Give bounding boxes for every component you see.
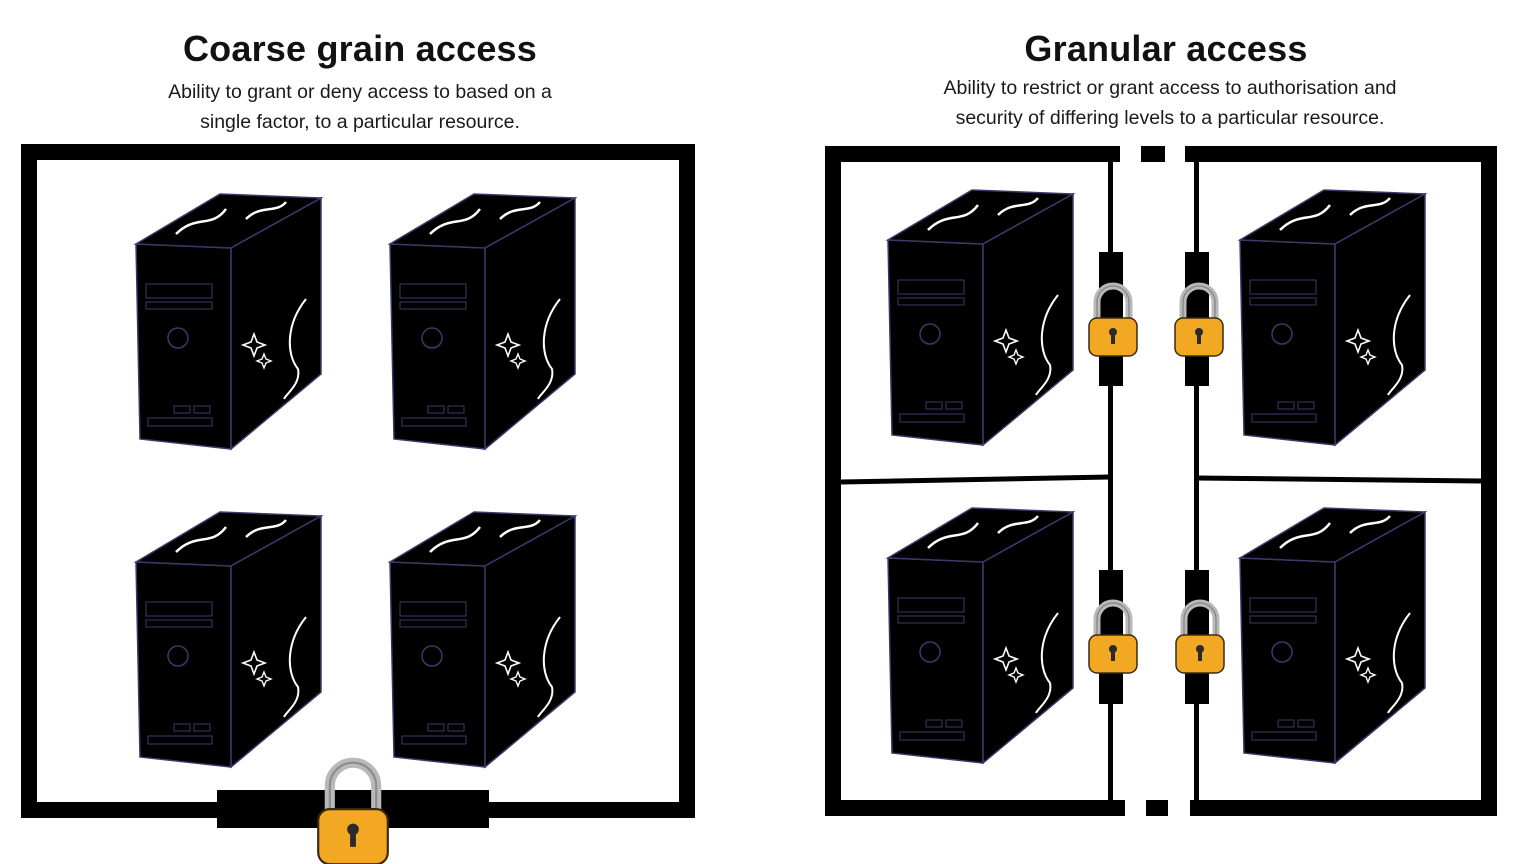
divider-left-vertical [1108, 146, 1113, 816]
coarse-grain-frame [21, 144, 695, 818]
frame-top-right [1185, 146, 1497, 162]
frame-bottom-mid [1146, 800, 1168, 816]
granular-description-line-2: security of differing levels to a partic… [955, 107, 1385, 129]
server-icon [886, 506, 1075, 765]
coarse-grain-description-line-1: Ability to grant or deny access to based… [168, 81, 552, 103]
frame-bottom-right [1190, 800, 1497, 816]
frame-top-mid [1141, 146, 1165, 162]
server-icon [886, 188, 1075, 447]
frame-left [825, 146, 841, 816]
coarse-grain-title: Coarse grain access [182, 28, 537, 69]
frame-right [1481, 146, 1497, 816]
divider-right-horizontal [1195, 475, 1482, 484]
divider-left-horizontal [840, 474, 1111, 485]
granular-description: Ability to restrict or grant access to a… [880, 73, 1460, 133]
coarse-grain-description-line-2: single factor, to a particular resource. [200, 111, 520, 133]
divider-right-vertical [1194, 146, 1199, 816]
coarse-grain-panel [21, 144, 695, 864]
granular-title: Granular access [1024, 28, 1308, 69]
frame-bottom-left [825, 800, 1125, 816]
granular-panel [825, 146, 1497, 816]
frame-top-left [825, 146, 1120, 162]
coarse-grain-description: Ability to grant or deny access to based… [100, 77, 620, 137]
granular-description-line-1: Ability to restrict or grant access to a… [943, 77, 1397, 99]
server-icon [1238, 506, 1427, 765]
server-icon [1238, 188, 1427, 447]
